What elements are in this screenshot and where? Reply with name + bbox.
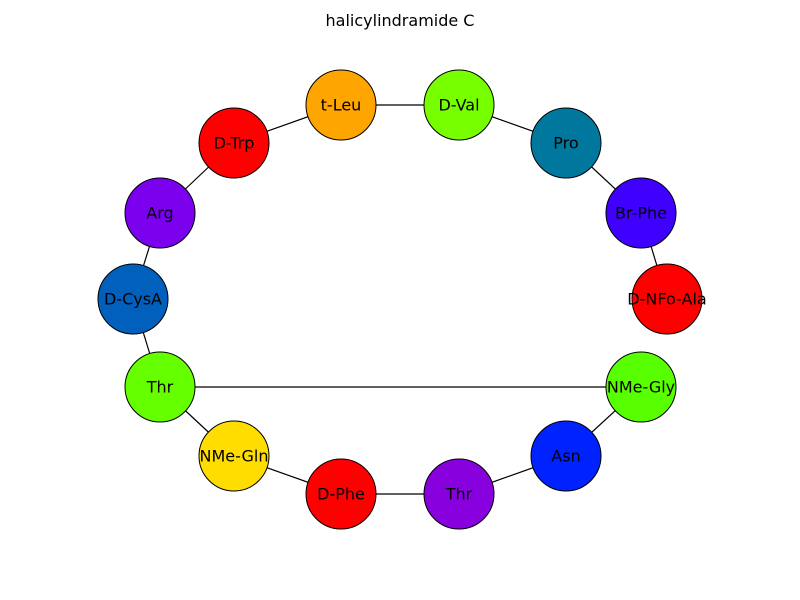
node-label: Thr (146, 378, 174, 397)
node-label: D-Phe (317, 485, 365, 504)
node-label: Thr (445, 485, 473, 504)
node-circle (605, 177, 677, 249)
node-circle (305, 458, 377, 530)
diagram-title: halicylindramide C (326, 11, 475, 30)
node-circle (605, 351, 677, 423)
node-n5: D-NFo-Ala (627, 263, 707, 335)
node-n13: Arg (124, 177, 196, 249)
node-label: D-Trp (214, 134, 255, 153)
node-circle (124, 177, 196, 249)
node-circle (305, 69, 377, 141)
node-circle (198, 107, 270, 179)
node-n10: NMe-Gln (198, 420, 270, 492)
node-n6: NMe-Gly (605, 351, 677, 423)
node-n12: D-CysA (97, 263, 169, 335)
node-label: Pro (553, 134, 578, 153)
node-n14: D-Trp (198, 107, 270, 179)
node-circle (198, 420, 270, 492)
node-circle (423, 458, 495, 530)
node-n2: D-Val (423, 69, 495, 141)
node-circle (124, 351, 196, 423)
node-label: D-CysA (104, 290, 162, 309)
node-n3: Pro (530, 107, 602, 179)
node-circle (530, 107, 602, 179)
node-circle (530, 420, 602, 492)
node-n4: Br-Phe (605, 177, 677, 249)
node-label: NMe-Gly (607, 378, 675, 397)
node-n9: D-Phe (305, 458, 377, 530)
node-label: Arg (146, 204, 173, 223)
node-label: t-Leu (321, 96, 362, 115)
node-n7: Asn (530, 420, 602, 492)
node-label: D-Val (438, 96, 479, 115)
node-circle (97, 263, 169, 335)
node-label: Br-Phe (615, 204, 667, 223)
node-n11: Thr (124, 351, 196, 423)
node-label: Asn (551, 447, 580, 466)
node-circle (423, 69, 495, 141)
node-label: NMe-Gln (200, 447, 269, 466)
node-label: D-NFo-Ala (627, 290, 706, 309)
node-n1: t-Leu (305, 69, 377, 141)
node-n8: Thr (423, 458, 495, 530)
node-circle (631, 263, 703, 335)
